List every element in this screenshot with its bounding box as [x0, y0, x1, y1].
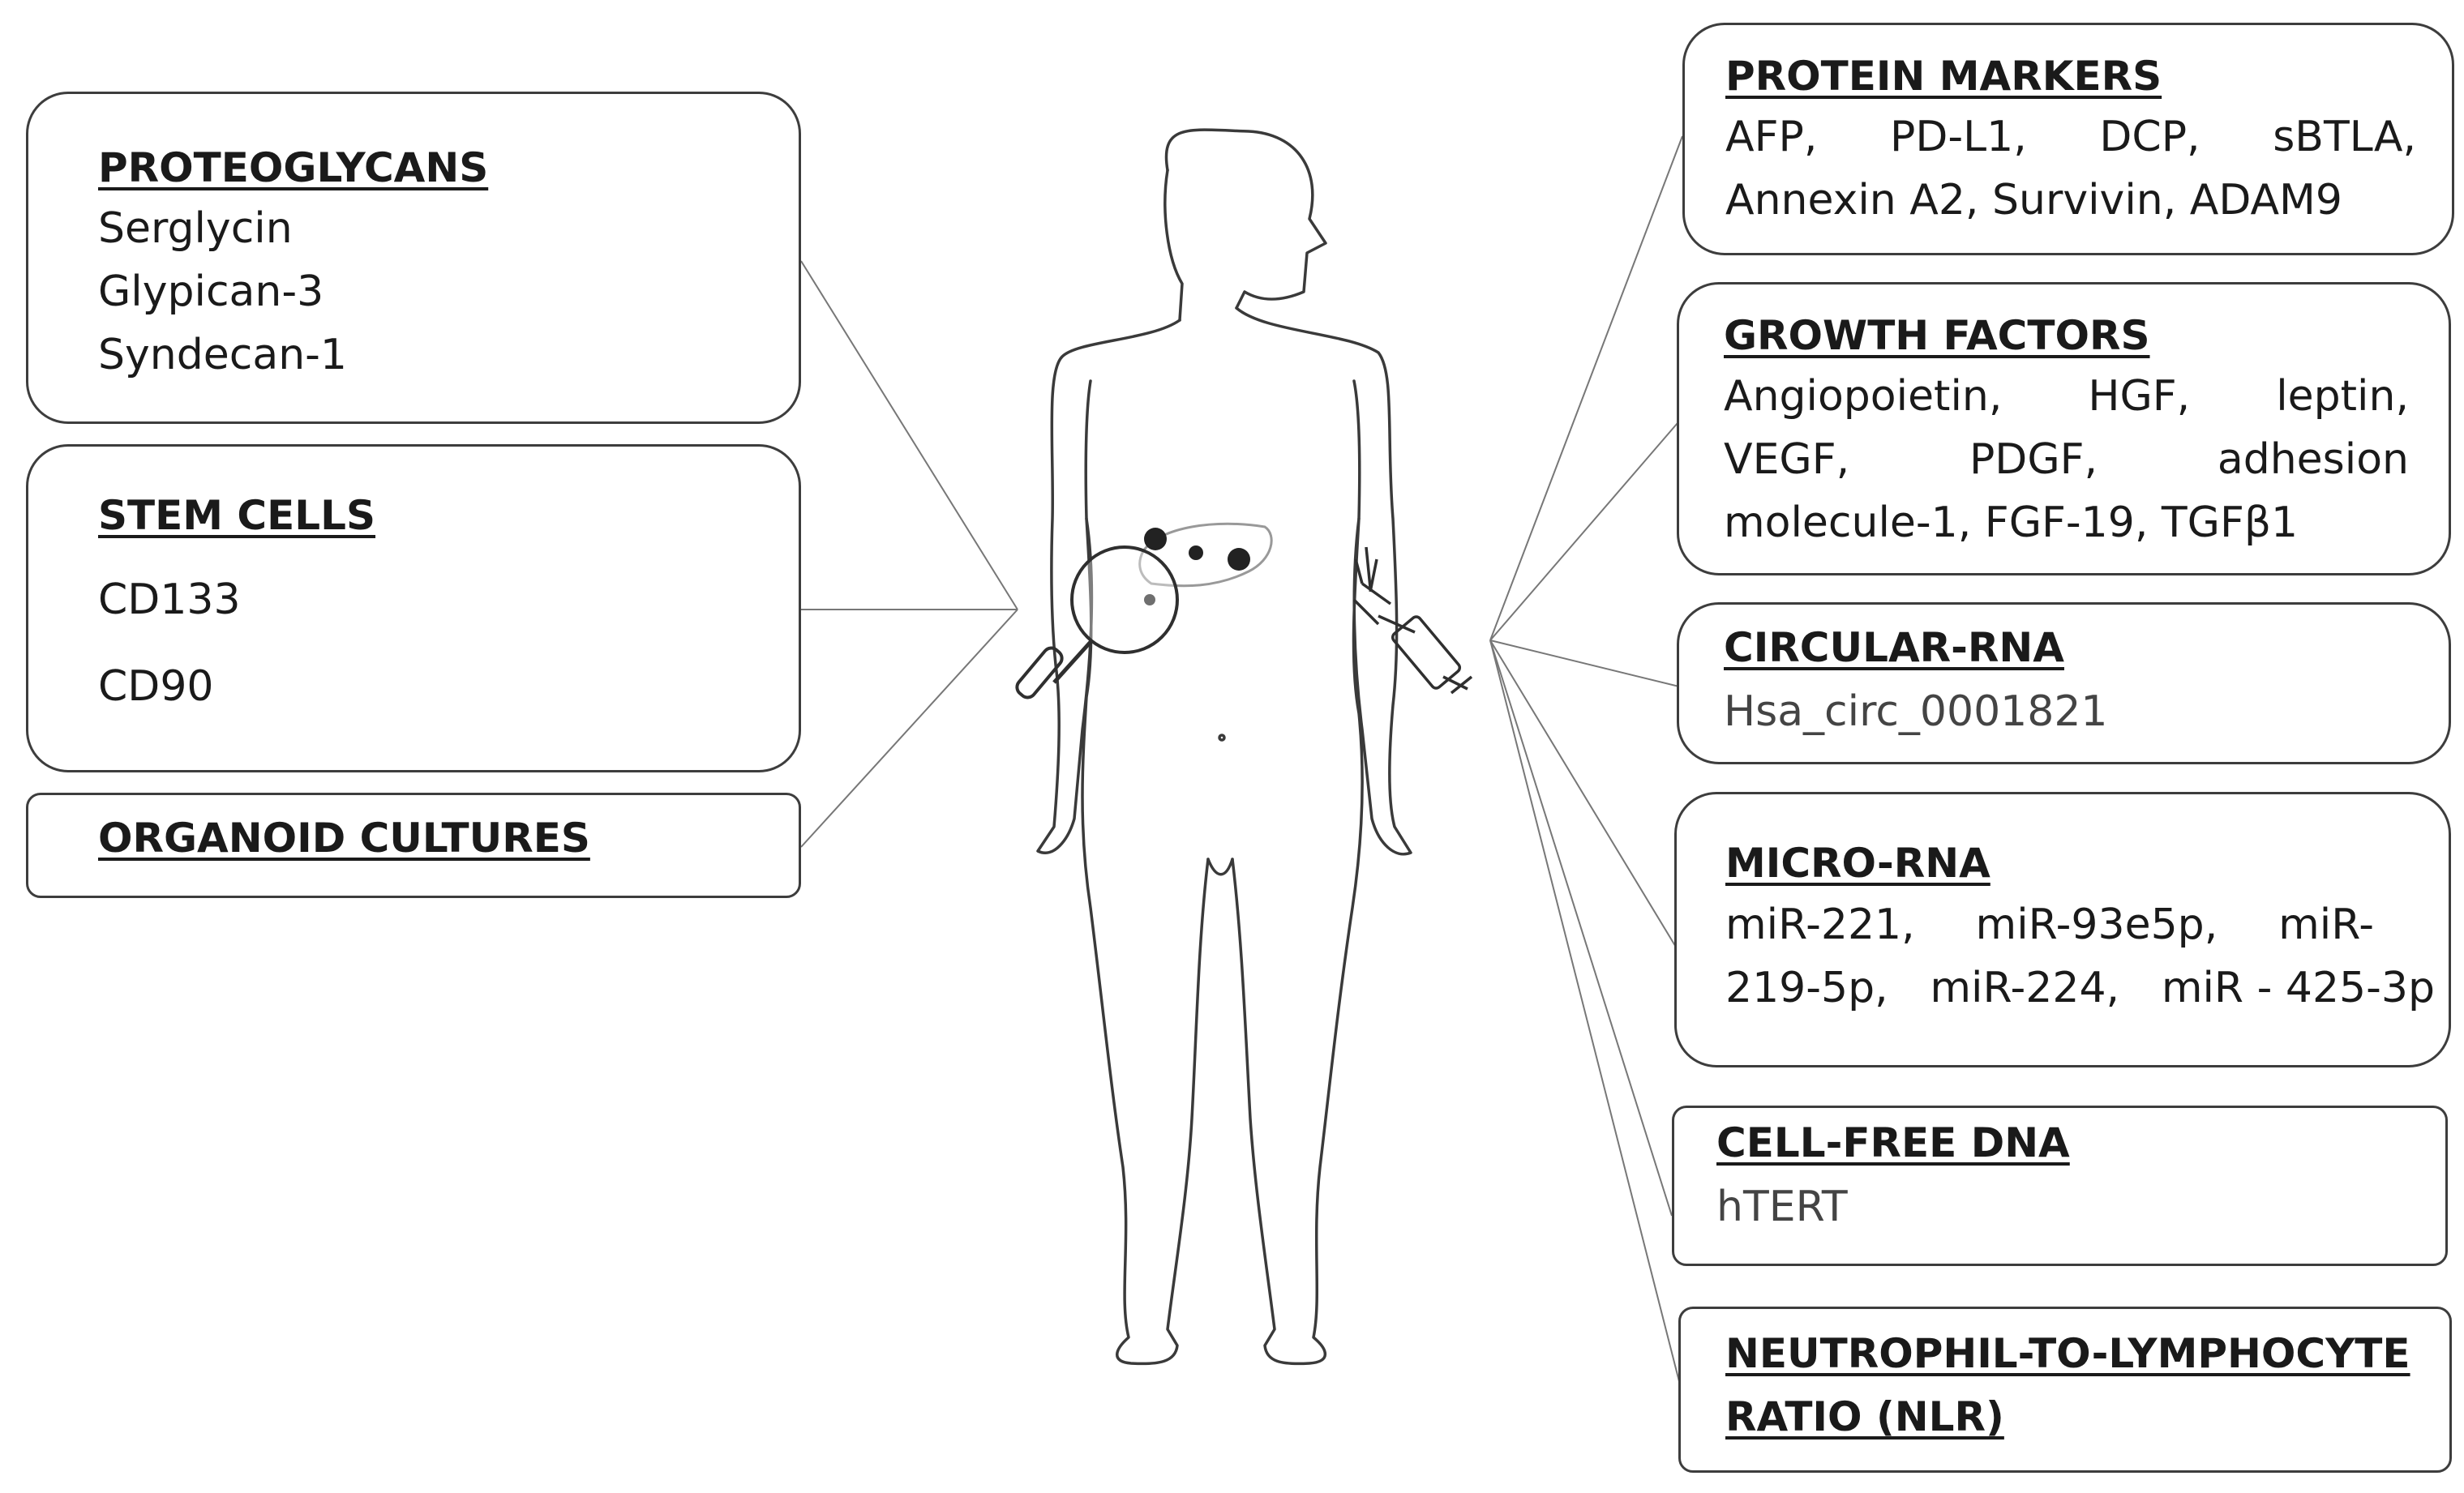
micro-rna-item: 219-5p,: [1725, 964, 1888, 1012]
growth-factors-line: Angiopoietin, HGF, leptin,: [1724, 375, 2409, 417]
growth-factor: PDGF,: [1969, 435, 2098, 484]
proteoglycans-title: PROTEOGLYCANS: [98, 144, 489, 191]
circular-rna-item: Hsa_circ_0001821: [1724, 687, 2108, 736]
organoid-cultures-panel: ORGANOID CULTURES: [26, 793, 801, 898]
body-right-outline: [1231, 306, 1412, 1366]
cell-free-dna-panel: CELL-FREE DNA hTERT: [1672, 1106, 2448, 1266]
circular-rna-panel: CIRCULAR-RNA Hsa_circ_0001821: [1677, 602, 2451, 764]
crotch-line: [1206, 858, 1234, 876]
proteoglycans-item: Glypican-3: [98, 267, 324, 316]
nlr-panel: NEUTROPHIL-TO-LYMPHOCYTE RATIO (NLR): [1678, 1307, 2452, 1473]
connector-micro-rna: [1489, 640, 1678, 949]
connector-proteoglycans: [800, 260, 1018, 610]
stem-cells-title: STEM CELLS: [98, 492, 376, 539]
micro-rna-item: miR-: [2278, 901, 2374, 949]
cell-free-dna-item: hTERT: [1716, 1183, 1848, 1231]
micro-rna-line: miR-221, miR-93e5p, miR-: [1725, 904, 2374, 946]
connector-growth-factors: [1489, 417, 1683, 641]
navel: [1218, 734, 1226, 742]
proteoglycans-item: Serglycin: [98, 204, 293, 253]
left-inner-arm: [1084, 379, 1092, 520]
micro-rna-title: MICRO-RNA: [1725, 840, 1990, 887]
micro-rna-item: miR - 425-3p: [2161, 964, 2435, 1012]
connector-nlr: [1489, 640, 1683, 1395]
micro-rna-item: miR-221,: [1725, 901, 1915, 949]
protein-marker: PD-L1,: [1889, 113, 2027, 161]
syringe-icon: [1352, 546, 1473, 695]
proteoglycans-panel: PROTEOGLYCANS Serglycin Glypican-3 Synde…: [26, 92, 801, 424]
connector-protein-markers: [1489, 135, 1683, 641]
liver-icon: [1138, 522, 1273, 605]
growth-factor: Angiopoietin,: [1724, 372, 2003, 421]
growth-factors-title: GROWTH FACTORS: [1724, 312, 2150, 359]
growth-factors-line: molecule-1, FGF-19, TGFβ1: [1724, 498, 2299, 547]
protein-marker: DCP,: [2099, 113, 2200, 161]
micro-rna-panel: MICRO-RNA miR-221, miR-93e5p, miR- 219-5…: [1674, 792, 2451, 1067]
micro-rna-line: 219-5p, miR-224, miR - 425-3p: [1725, 967, 2435, 1009]
protein-marker: AFP,: [1725, 113, 1818, 161]
stem-cells-panel: STEM CELLS CD133 CD90: [26, 444, 801, 772]
protein-markers-panel: PROTEIN MARKERS AFP, PD-L1, DCP, sBTLA, …: [1682, 23, 2454, 255]
head-outline: [1164, 128, 1327, 310]
stem-cells-item: CD133: [98, 575, 241, 624]
protein-markers-title: PROTEIN MARKERS: [1725, 53, 2162, 100]
circular-rna-title: CIRCULAR-RNA: [1724, 624, 2064, 671]
magnifying-glass-icon: [1015, 545, 1179, 699]
right-inner-arm: [1352, 379, 1361, 520]
growth-factor: VEGF,: [1724, 435, 1850, 484]
proteoglycans-item: Syndecan-1: [98, 331, 347, 379]
growth-factors-line: VEGF, PDGF, adhesion: [1724, 438, 2409, 481]
body-left-outline: [1036, 319, 1210, 1366]
connector-circular-rna: [1489, 640, 1683, 688]
connector-cell-free-dna: [1489, 640, 1673, 1217]
protein-markers-line: Annexin A2, Survivin, ADAM9: [1725, 176, 2343, 225]
stem-cells-item: CD90: [98, 662, 214, 711]
growth-factor: leptin,: [2276, 372, 2409, 421]
organoid-cultures-title: ORGANOID CULTURES: [98, 815, 590, 862]
protein-marker: sBTLA,: [2273, 113, 2416, 161]
nlr-title-line2: RATIO (NLR): [1725, 1393, 2004, 1440]
micro-rna-item: miR-93e5p,: [1975, 901, 2218, 949]
head-back: [1163, 169, 1184, 322]
cell-free-dna-title: CELL-FREE DNA: [1716, 1119, 2070, 1166]
growth-factor: adhesion: [2217, 435, 2409, 484]
growth-factor: HGF,: [2088, 372, 2191, 421]
growth-factors-panel: GROWTH FACTORS Angiopoietin, HGF, leptin…: [1677, 282, 2451, 575]
micro-rna-item: miR-224,: [1930, 964, 2120, 1012]
protein-markers-line: AFP, PD-L1, DCP, sBTLA,: [1725, 116, 2416, 158]
nlr-title: NEUTROPHIL-TO-LYMPHOCYTE: [1725, 1330, 2410, 1377]
connector-organoid-cultures: [800, 609, 1018, 848]
